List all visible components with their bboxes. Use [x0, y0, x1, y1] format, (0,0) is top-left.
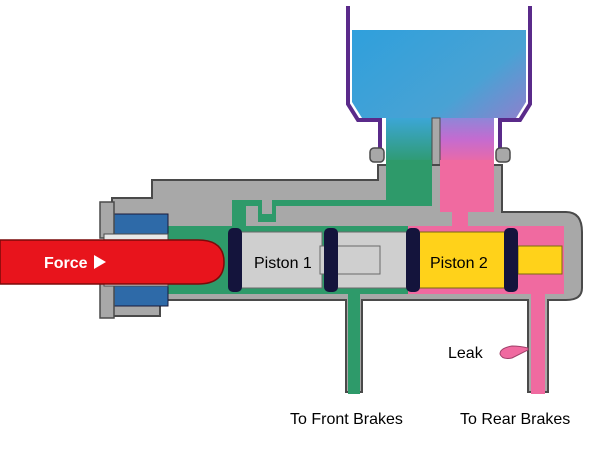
piston-1: Piston 1 — [228, 228, 411, 292]
leak-label: Leak — [448, 345, 484, 362]
piston-1-seal-rear — [228, 228, 242, 292]
reservoir-lower-rear — [440, 118, 494, 165]
force-arrow-icon — [94, 255, 106, 269]
boot-rim-top — [99, 201, 115, 239]
force-pushrod: Force — [0, 239, 225, 285]
rear-outlet-line — [531, 290, 545, 394]
piston-2-seal-front — [504, 228, 518, 292]
front-brakes-label: To Front Brakes — [290, 411, 403, 428]
piston-2: Piston 2 — [406, 228, 563, 292]
reservoir-divider — [431, 117, 441, 167]
rear-brakes-label: To Rear Brakes — [460, 411, 570, 428]
reservoir — [346, 6, 532, 167]
leak: Leak — [448, 345, 529, 362]
reservoir-outline — [346, 6, 532, 150]
piston-1-label: Piston 1 — [254, 255, 312, 272]
force-rod-body — [0, 239, 225, 285]
front-reservoir-passage — [232, 160, 432, 228]
piston-1-seal-front — [324, 228, 338, 292]
rear-reservoir-passage — [440, 160, 494, 226]
reservoir-clip-left — [369, 147, 385, 163]
piston-2-seal-rear — [406, 228, 420, 292]
reservoir-lower-front — [386, 118, 432, 165]
leak-drop-icon — [499, 345, 529, 359]
piston-2-label: Piston 2 — [430, 255, 488, 272]
piston-2-tail — [517, 245, 563, 275]
boot-rim-bottom — [99, 281, 115, 319]
reservoir-clip-right — [495, 147, 511, 163]
front-outlet-line — [348, 290, 360, 394]
force-label: Force — [44, 255, 88, 272]
